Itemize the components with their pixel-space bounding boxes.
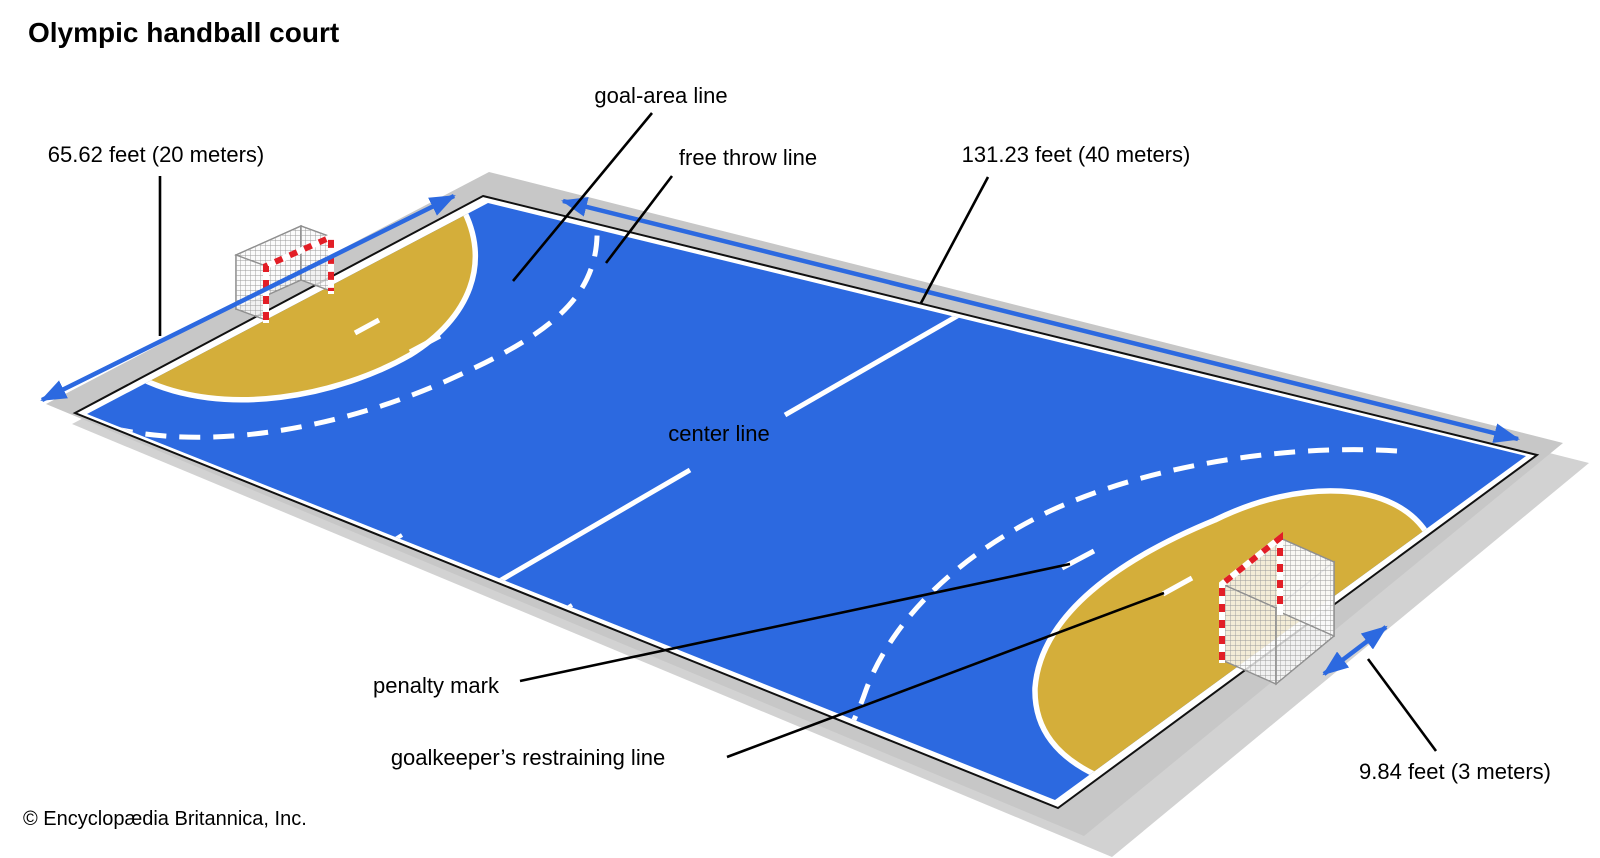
label-court-width: 65.62 feet (20 meters)	[47, 141, 265, 167]
label-center-line: center line	[668, 420, 770, 446]
leader-court-length	[919, 176, 990, 304]
leader-goal-width	[1366, 658, 1438, 752]
label-penalty-mark: penalty mark	[373, 672, 499, 698]
leader-free-throw-line	[604, 175, 674, 264]
leader-goalkeeper-line	[726, 591, 1165, 759]
width-dimension-arrow	[40, 193, 456, 403]
goal-frame-right-stripes	[1219, 531, 1283, 660]
label-court-length: 131.23 feet (40 meters)	[961, 141, 1191, 167]
leader-goal-area-line	[511, 112, 654, 282]
label-goal-area-line: goal-area line	[594, 82, 728, 108]
goal-right	[1219, 531, 1336, 686]
leader-penalty-mark	[519, 562, 1071, 683]
label-goalkeeper-restraining-line: goalkeeper’s restraining line	[390, 744, 666, 770]
free-throw-line-right	[847, 447, 1398, 731]
goalkeeper-restraining-line-right	[1161, 575, 1194, 597]
goal-width-dimension-arrow	[1322, 625, 1388, 676]
label-goal-width: 9.84 feet (3 meters)	[1359, 758, 1551, 784]
copyright-notice: © Encyclopædia Britannica, Inc.	[23, 808, 307, 830]
center-line-marking	[494, 467, 692, 586]
page-title: Olympic handball court	[28, 17, 340, 48]
free-throw-line-left	[111, 225, 600, 440]
length-dimension-arrow	[561, 197, 1520, 443]
label-free-throw-line: free throw line	[678, 144, 818, 170]
goal-area-line-right	[1032, 488, 1431, 780]
